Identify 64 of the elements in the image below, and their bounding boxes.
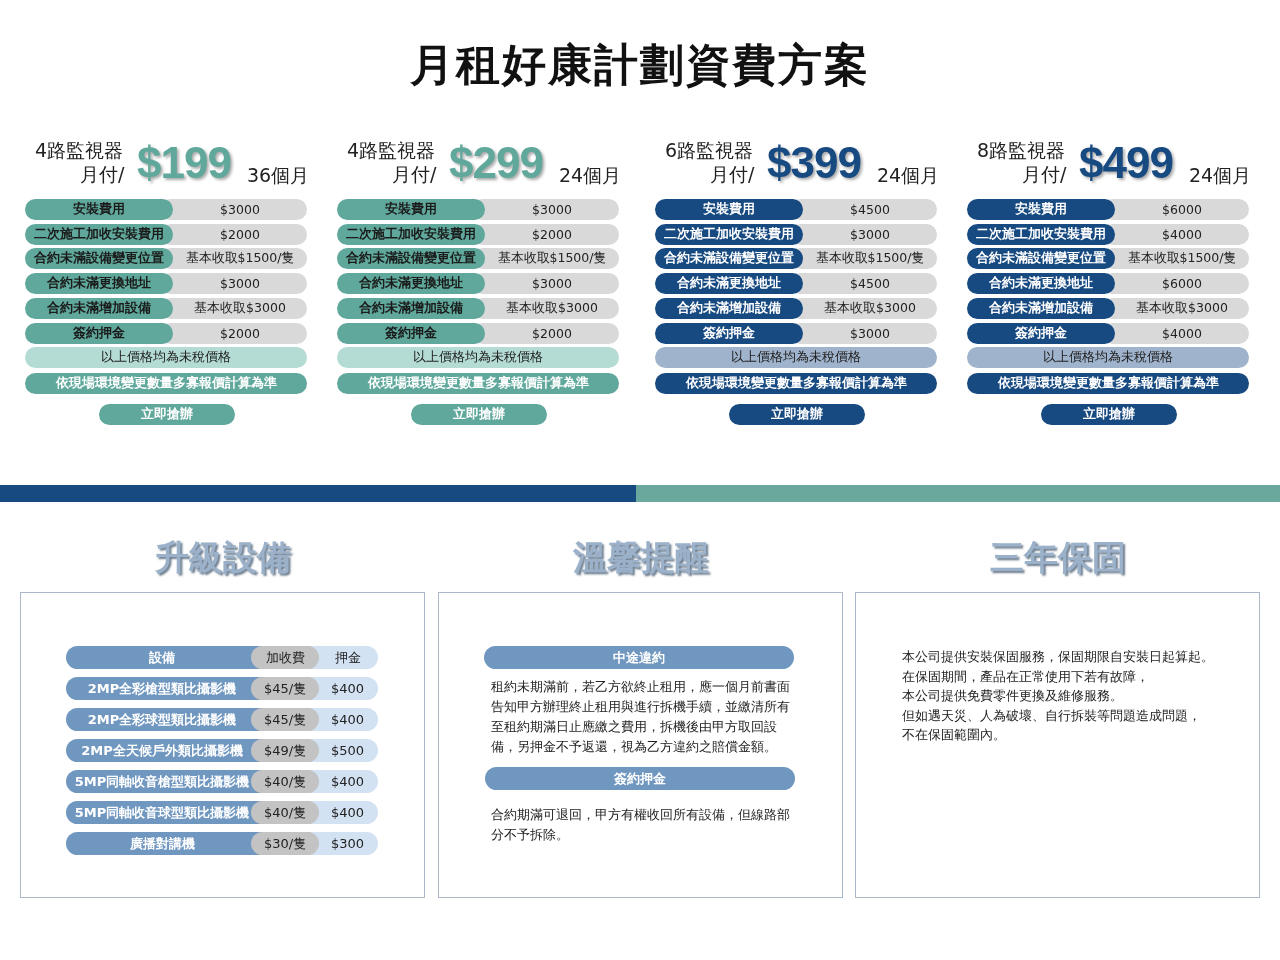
text-line: 本公司提供安裝保固服務，保固期限自安裝日起算起。: [902, 649, 1214, 666]
unit-label: 月付/: [392, 162, 437, 187]
fee-name-cell: 合約未滿更換地址: [967, 273, 1115, 295]
contract-term: 24個月: [559, 163, 622, 188]
contract-term: 24個月: [877, 163, 940, 188]
pricing-note: 依現場環境變更數量多寡報價計算為準: [967, 373, 1249, 394]
surcharge-value: $45/隻: [251, 677, 319, 700]
fee-name-cell: 安裝費用: [967, 199, 1115, 220]
paragraph: 租約未期滿前，若乙方欲終止租用，應一個月前書面告知甲方辦理終止租用與進行拆機手續，並繳清所有至租約期滿日止應繳之費用，拆機後由甲方取回設備，另押金不予返還，視為乙方違約之賠償金額。: [491, 678, 791, 756]
fee-name-cell: 簽約押金: [337, 322, 485, 344]
price: $199: [137, 138, 231, 188]
fee-name-cell: 安裝費用: [337, 199, 485, 220]
paragraph: 合約期滿可退回，甲方有權收回所有設備，但線路部分不予拆除。: [491, 806, 791, 844]
fee-name-cell: 簽約押金: [25, 322, 173, 344]
plan-name: 4路監視器: [35, 138, 124, 163]
unit-label: 月付/: [1022, 162, 1067, 187]
section-heading: 升級設備: [153, 536, 292, 579]
text-line: 在保固期間，產品在正常使用下若有故障，: [902, 668, 1149, 686]
fee-name-cell: 簽約押金: [967, 322, 1115, 344]
price: $499: [1079, 138, 1173, 188]
plan-name: 6路監視器: [665, 138, 754, 163]
fee-name-cell: 安裝費用: [25, 199, 173, 220]
fee-name-cell: 合約未滿增加設備: [655, 297, 803, 319]
fee-name-cell: 合約未滿更換地址: [655, 273, 803, 295]
apply-button: 立即搶辦: [99, 404, 235, 425]
fee-name-cell: 合約未滿增加設備: [25, 297, 173, 319]
fee-name-cell: 合約未滿增加設備: [967, 297, 1115, 319]
pricing-note: 依現場環境變更數量多寡報價計算為準: [337, 373, 619, 394]
tax-note: 以上價格均為未稅價格: [967, 347, 1249, 368]
tax-note: 以上價格均為未稅價格: [25, 347, 307, 368]
contract-term: 24個月: [1189, 163, 1252, 188]
section-heading: 溫馨提醒: [571, 536, 710, 579]
text-line: 本公司提供免費零件更換及維修服務。: [902, 688, 1123, 706]
fee-name-cell: 安裝費用: [655, 199, 803, 220]
price: $399: [767, 138, 861, 188]
surcharge-value: $45/隻: [251, 708, 319, 731]
pricing-note: 依現場環境變更數量多寡報價計算為準: [655, 373, 937, 394]
tax-note: 以上價格均為未稅價格: [337, 347, 619, 368]
price: $299: [449, 138, 543, 188]
contract-term: 36個月: [247, 163, 310, 188]
fee-name-cell: 合約未滿增加設備: [337, 297, 485, 319]
surcharge-value: $49/隻: [251, 739, 319, 762]
text-line: 但如遇天災、人為破壞、自行拆裝等問題造成問題，: [902, 707, 1201, 725]
surcharge-value: $40/隻: [251, 770, 319, 793]
surcharge-value: $40/隻: [251, 801, 319, 824]
apply-button: 立即搶辦: [411, 404, 547, 425]
subheading-bar: 中途違約: [484, 646, 794, 669]
tax-note: 以上價格均為未稅價格: [655, 347, 937, 368]
section-heading: 三年保固: [988, 536, 1127, 579]
apply-button: 立即搶辦: [729, 404, 865, 425]
fee-name-cell: 合約未滿更換地址: [25, 273, 173, 295]
subheading-bar: 簽約押金: [485, 767, 795, 790]
plan-name: 8路監視器: [977, 138, 1066, 163]
surcharge-value: $30/隻: [251, 832, 319, 855]
unit-label: 月付/: [710, 162, 755, 187]
pricing-note: 依現場環境變更數量多寡報價計算為準: [25, 373, 307, 394]
text-line: 不在保固範圍內。: [902, 727, 1006, 745]
page-title: 月租好康計劃資費方案: [409, 38, 871, 92]
column-header: 加收費: [251, 646, 319, 669]
fee-name-cell: 簽約押金: [655, 322, 803, 344]
fee-name-cell: 合約未滿更換地址: [337, 273, 485, 295]
unit-label: 月付/: [80, 162, 125, 187]
plan-name: 4路監視器: [347, 138, 436, 163]
apply-button: 立即搶辦: [1041, 404, 1177, 425]
